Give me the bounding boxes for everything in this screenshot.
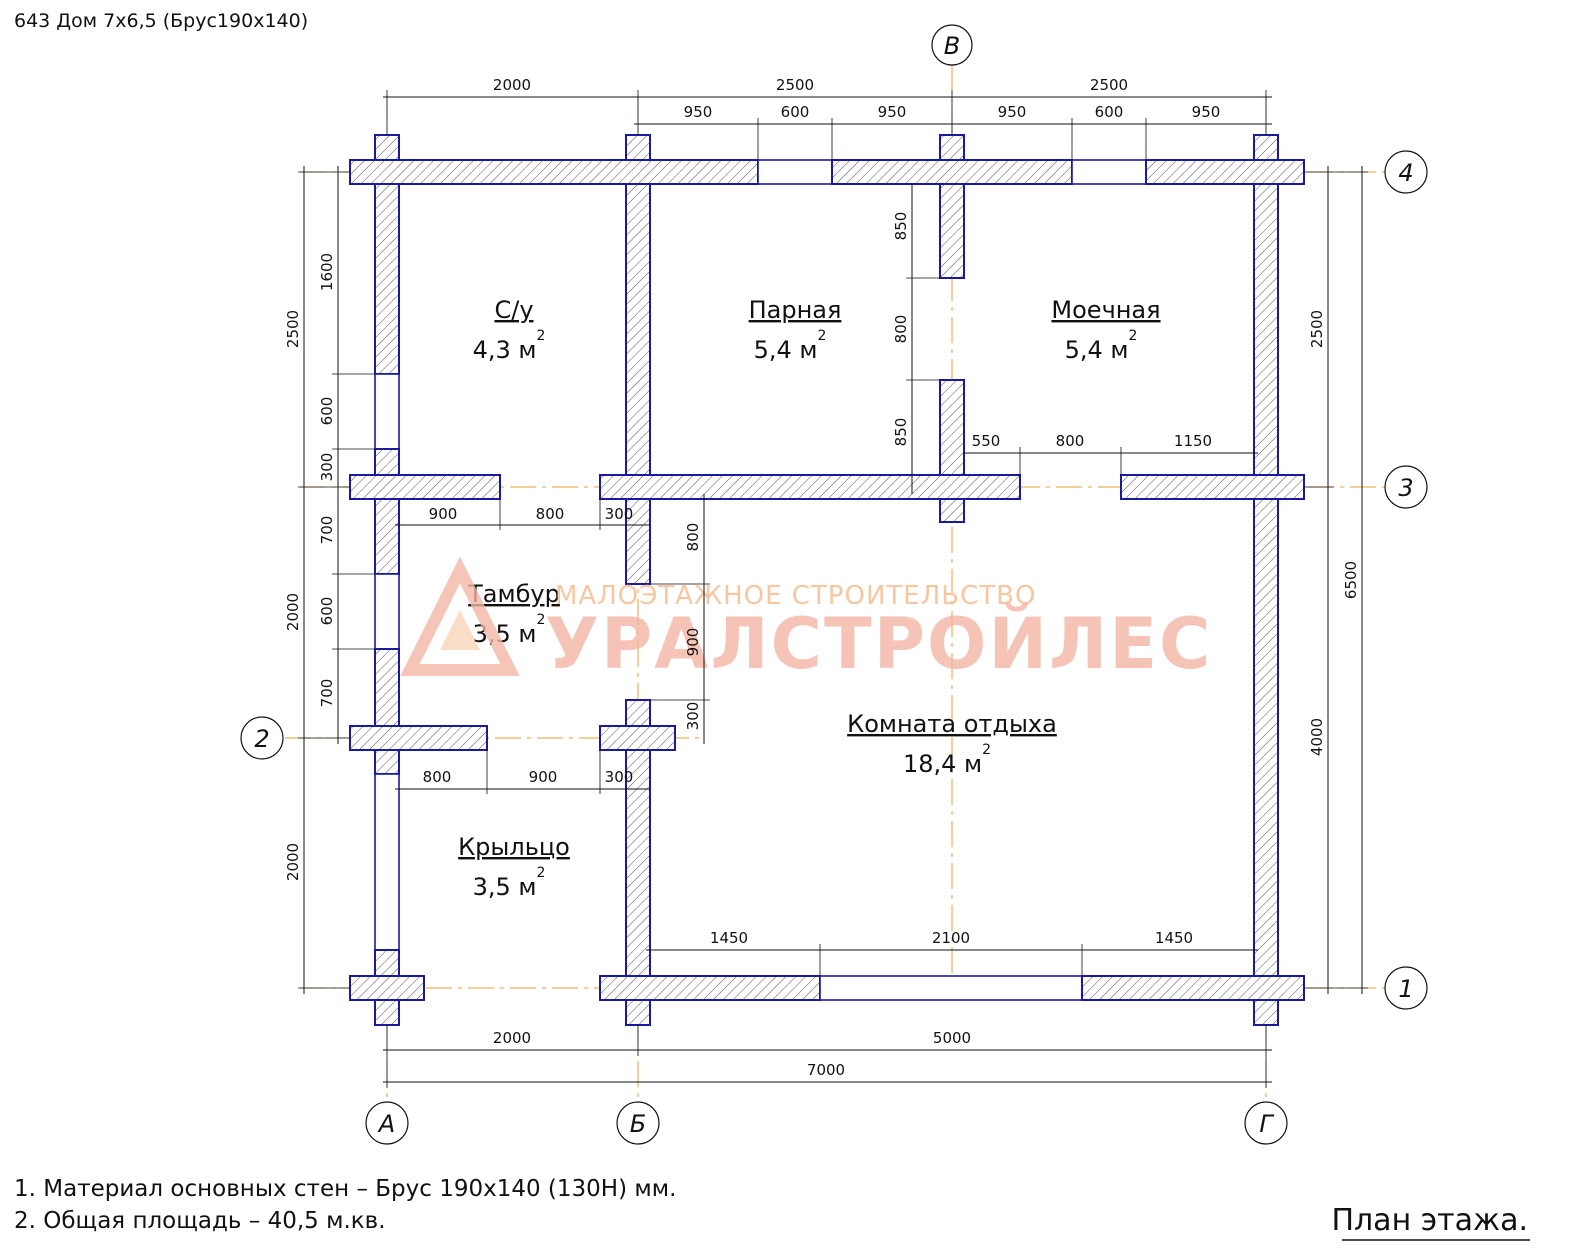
dimension-texts: 2000 2500 2500 950 600 950 950 600 950 2… <box>284 76 1360 1079</box>
dim-partition-2: 800 <box>892 315 910 344</box>
watermark-logo-icon <box>400 556 520 676</box>
dim-porch-top-3: 300 <box>605 768 634 786</box>
watermark-line2: УРАЛСТРОЙЛЕС <box>545 603 1212 685</box>
room-area-living-room: 18,4 м2 <box>903 742 991 778</box>
dim-top-total-3: 2500 <box>1090 76 1128 94</box>
axis-label-1: 1 <box>1398 975 1413 1003</box>
dim-top-opening-2: 600 <box>781 103 810 121</box>
room-labels: С/у 4,3 м2 Парная 5,4 м2 Моечная 5,4 м2 … <box>458 296 1160 901</box>
dim-left-outer-2: 2000 <box>284 593 302 631</box>
dim-partition-1: 850 <box>892 212 910 241</box>
dim-tambur-top-1: 900 <box>429 505 458 523</box>
dim-right-inner-2: 4000 <box>1308 718 1326 756</box>
dim-top-opening-5: 600 <box>1095 103 1124 121</box>
drawing-title: 643 Дом 7х6,5 (Брус190х140) <box>14 10 308 32</box>
axis-label-a: А <box>377 1110 395 1138</box>
dim-porch-top-1: 800 <box>423 768 452 786</box>
dim-right-total: 6500 <box>1342 561 1360 599</box>
dim-south-wall-2: 2100 <box>932 929 970 947</box>
axis-label-2: 2 <box>254 725 269 753</box>
dim-left-inner-2: 600 <box>318 397 336 426</box>
dim-door-row3-1: 550 <box>972 432 1001 450</box>
dim-south-wall-3: 1450 <box>1155 929 1193 947</box>
watermark-line1: МАЛОЭТАЖНОЕ СТРОИТЕЛЬСТВО <box>555 581 1036 611</box>
dim-left-inner-1: 1600 <box>318 253 336 291</box>
dim-right-inner-1: 2500 <box>1308 310 1326 348</box>
dim-top-opening-1: 950 <box>684 103 713 121</box>
dim-top-opening-6: 950 <box>1192 103 1221 121</box>
dim-tambur-top-3: 300 <box>605 505 634 523</box>
dim-bottom-seg-2: 5000 <box>933 1029 971 1047</box>
axis-bubbles: В 4 3 1 2 А Б Г <box>240 24 1428 1145</box>
dimension-lines <box>298 90 1368 1088</box>
dim-top-opening-3: 950 <box>878 103 907 121</box>
room-name-steam-room: Парная <box>749 296 842 324</box>
dim-porch-top-2: 900 <box>529 768 558 786</box>
dim-left-inner-5: 600 <box>318 597 336 626</box>
dim-tambur-side-2: 900 <box>684 628 702 657</box>
dim-door-row3-3: 1150 <box>1174 432 1212 450</box>
dim-left-inner-4: 700 <box>318 516 336 545</box>
room-area-steam-room: 5,4 м2 <box>754 328 827 364</box>
dim-door-row3-2: 800 <box>1056 432 1085 450</box>
room-name-porch: Крыльцо <box>458 833 570 861</box>
dim-tambur-side-1: 800 <box>684 523 702 552</box>
dim-bottom-seg-1: 2000 <box>493 1029 531 1047</box>
room-area-washroom: 5,4 м2 <box>1065 328 1138 364</box>
dim-left-outer-1: 2500 <box>284 310 302 348</box>
dim-left-inner-3: 300 <box>318 453 336 482</box>
dim-tambur-top-2: 800 <box>536 505 565 523</box>
dim-bottom-total: 7000 <box>807 1061 845 1079</box>
axis-label-4: 4 <box>1398 159 1413 187</box>
room-area-bathroom: 4,3 м2 <box>473 328 546 364</box>
dim-tambur-side-3: 300 <box>684 702 702 731</box>
plan-title: План этажа. <box>1331 1203 1528 1238</box>
note-2: 2. Общая площадь – 40,5 м.кв. <box>14 1208 386 1234</box>
dim-top-total-1: 2000 <box>493 76 531 94</box>
dim-left-inner-6: 700 <box>318 679 336 708</box>
dim-south-wall-1: 1450 <box>710 929 748 947</box>
axis-label-v: В <box>944 32 960 60</box>
dim-left-outer-3: 2000 <box>284 843 302 881</box>
walls <box>349 134 1305 1026</box>
dim-top-opening-4: 950 <box>998 103 1027 121</box>
note-1: 1. Материал основных стен – Брус 190х140… <box>14 1176 676 1202</box>
room-name-living-room: Комната отдыха <box>847 710 1057 738</box>
watermark: МАЛОЭТАЖНОЕ СТРОИТЕЛЬСТВО УРАЛСТРОЙЛЕС <box>400 556 1212 685</box>
dim-top-total-2: 2500 <box>776 76 814 94</box>
room-name-washroom: Моечная <box>1051 296 1160 324</box>
room-name-bathroom: С/у <box>494 296 533 324</box>
room-area-porch: 3,5 м2 <box>473 865 546 901</box>
axis-label-g: Г <box>1259 1110 1274 1138</box>
axis-label-b: Б <box>630 1110 646 1138</box>
axis-label-3: 3 <box>1398 474 1413 502</box>
dim-partition-3: 850 <box>892 418 910 447</box>
